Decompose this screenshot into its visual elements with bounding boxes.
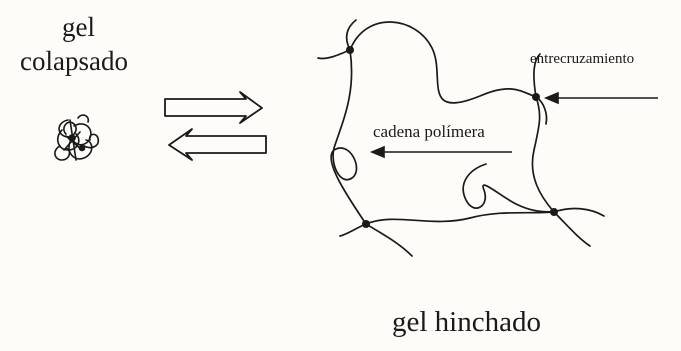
collapsed-gel-title-line1: gel [62, 14, 95, 41]
reverse-arrow [169, 129, 266, 160]
equilibrium-arrows [165, 92, 266, 160]
crosslink-node [362, 220, 370, 228]
swollen-gel-title: gel hinchado [392, 308, 541, 337]
polymer-chain-label: cadena polímera [373, 123, 485, 140]
crosslink-node [550, 208, 558, 216]
crosslink-node [346, 46, 354, 54]
collapsed-gel-title-line2: colapsado [20, 48, 128, 75]
crosslink-node [532, 93, 540, 101]
crosslink-label: entrecruzamiento [530, 52, 634, 67]
collapsed-gel-tangle [55, 115, 98, 160]
forward-arrow [165, 92, 262, 123]
